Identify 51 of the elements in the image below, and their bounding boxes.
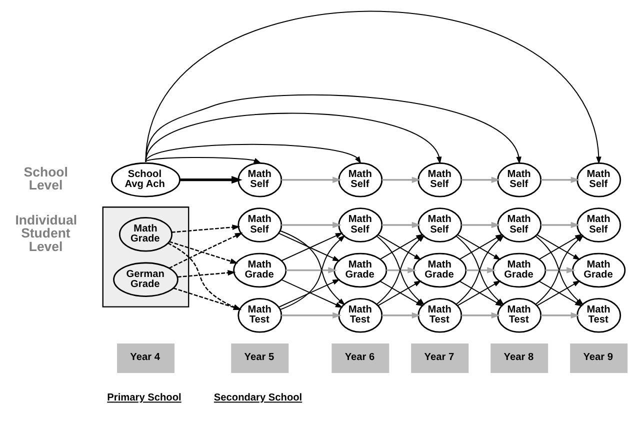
arrow bbox=[285, 267, 337, 274]
arrow bbox=[544, 267, 575, 274]
label: School Level bbox=[23, 164, 68, 193]
arrow bbox=[280, 312, 341, 319]
arrow bbox=[540, 222, 580, 228]
arrow bbox=[461, 222, 500, 228]
arrow bbox=[170, 224, 240, 233]
label: Individual Student Level bbox=[14, 212, 76, 254]
arrow bbox=[540, 176, 580, 183]
arrow bbox=[177, 270, 236, 278]
arrow bbox=[144, 144, 361, 164]
label: Primary School bbox=[106, 392, 181, 404]
arrow bbox=[540, 312, 580, 319]
arrow bbox=[144, 157, 261, 164]
node-ellipse: Math Self bbox=[237, 162, 282, 198]
node-box: Year 5 bbox=[230, 344, 288, 373]
arrow bbox=[144, 94, 521, 164]
arrow bbox=[168, 241, 238, 264]
arrow bbox=[168, 232, 242, 269]
node-ellipse: School Avg Ach bbox=[110, 162, 180, 198]
arrow bbox=[144, 10, 601, 164]
cluster bbox=[102, 206, 189, 308]
arrow bbox=[280, 222, 341, 228]
node-ellipse: Math Self bbox=[338, 162, 382, 198]
node-ellipse: Math Self bbox=[417, 162, 462, 198]
node-ellipse: Math Grade bbox=[118, 216, 172, 252]
arrow bbox=[180, 176, 242, 184]
arrow bbox=[382, 176, 420, 183]
node-box: Year 6 bbox=[331, 344, 389, 373]
arrow bbox=[144, 112, 442, 164]
label: Secondary School bbox=[213, 392, 302, 404]
arrow bbox=[461, 176, 500, 183]
arrow bbox=[386, 267, 416, 274]
arrow bbox=[280, 176, 341, 183]
node-box: Year 7 bbox=[410, 344, 468, 373]
node-ellipse: Math Self bbox=[576, 162, 621, 198]
arrow bbox=[465, 267, 496, 274]
node-ellipse: Math Self bbox=[496, 162, 542, 198]
arrow bbox=[382, 312, 420, 319]
node-box: Year 8 bbox=[490, 344, 548, 373]
arrow bbox=[172, 287, 241, 310]
node-ellipse: Math Test bbox=[237, 298, 282, 333]
arrow bbox=[167, 242, 241, 310]
node-ellipse: Math Grade bbox=[232, 252, 286, 288]
node-ellipse: Math Grade bbox=[333, 252, 387, 288]
node-box: Year 4 bbox=[116, 344, 174, 373]
node-ellipse: German Grade bbox=[112, 262, 178, 297]
node-ellipse: Math Self bbox=[237, 208, 282, 242]
node-box: Year 9 bbox=[570, 344, 628, 373]
arrow bbox=[382, 222, 420, 228]
arrow bbox=[461, 312, 500, 319]
